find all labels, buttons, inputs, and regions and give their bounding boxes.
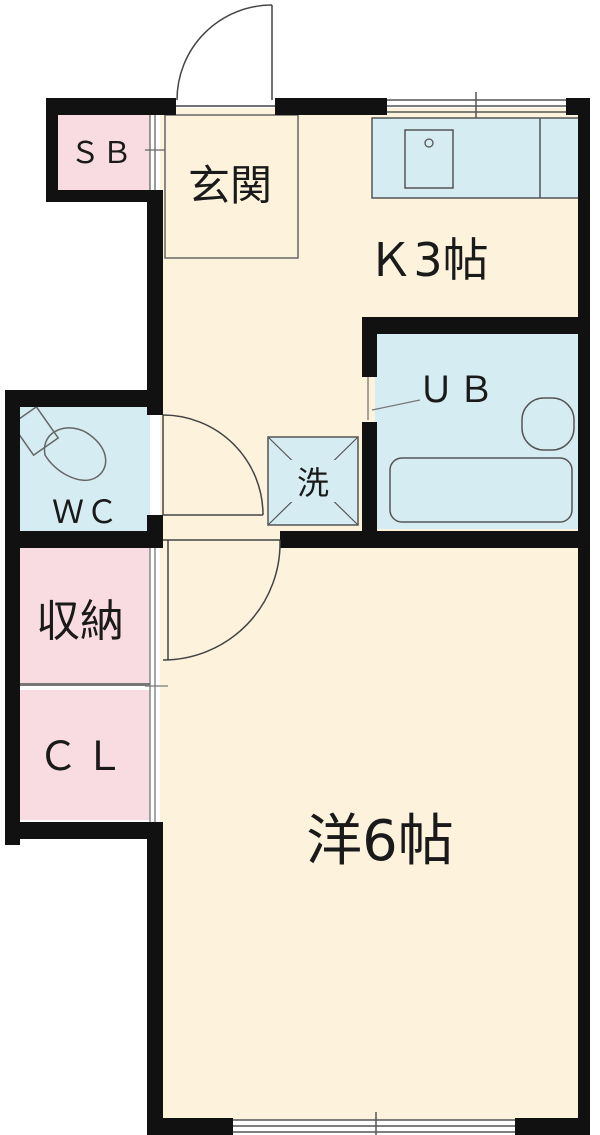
western-room-floor	[160, 540, 586, 1120]
entrance-area	[164, 114, 299, 259]
storage-fill	[18, 548, 150, 683]
western-room-label: 洋6帖	[306, 809, 454, 874]
washer-label-bg	[288, 460, 338, 502]
closet-fill	[18, 690, 150, 820]
bath-fill	[375, 333, 581, 529]
kitchen-counter	[371, 117, 583, 199]
entrance-door	[176, 4, 275, 107]
toilet-door	[162, 414, 264, 516]
top-window	[387, 92, 566, 118]
room-door	[162, 539, 281, 661]
shoe-box-label: ＳＢ	[70, 136, 134, 171]
closet-label: ＣＬ	[38, 734, 130, 780]
toilet-fill	[18, 405, 150, 533]
walls	[5, 98, 590, 1135]
storage-divider	[18, 683, 150, 686]
kitchen-sink	[404, 129, 454, 189]
sb-door	[145, 115, 165, 190]
toilet-fixture	[10, 405, 107, 482]
bath-label: ＵＢ	[418, 370, 498, 411]
storage-label: 収納	[36, 596, 124, 647]
bottom-window	[233, 1112, 515, 1135]
entrance-label: 玄関	[188, 161, 272, 210]
bathtub	[389, 457, 573, 523]
kitchen-label: Ｋ3帖	[367, 233, 488, 287]
bath-door-leaf	[371, 399, 421, 411]
storage-doors	[145, 548, 168, 822]
toilet-label: ＷＣ	[52, 493, 120, 531]
shoe-box-fill	[56, 115, 150, 191]
bath-basin	[521, 397, 575, 451]
washer-label: 洗	[297, 464, 329, 502]
sink-drain	[424, 138, 434, 148]
